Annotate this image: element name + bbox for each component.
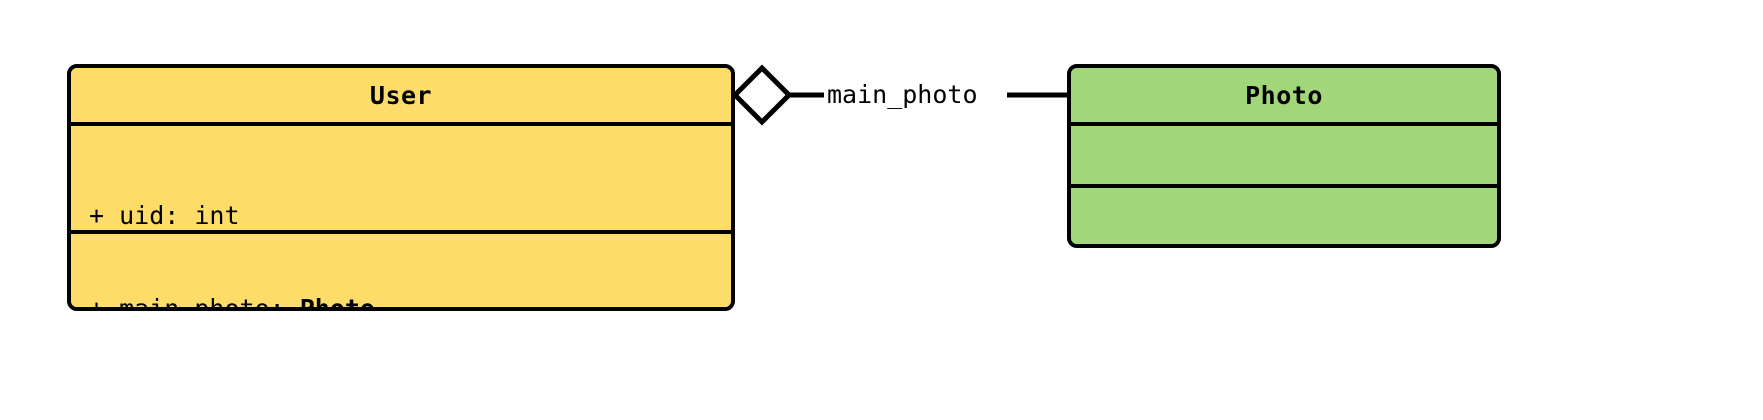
class-box-user[interactable]: User + uid: int + main_photo: Photo + __… — [67, 64, 735, 311]
attribute-main-photo-type: Photo — [299, 294, 375, 311]
class-box-photo[interactable]: Photo — [1067, 64, 1501, 248]
methods-compartment-photo — [1071, 184, 1497, 244]
aggregation-diamond-icon — [731, 64, 793, 126]
methods-compartment-user: + __init__(uid, main_photo): None — [71, 230, 731, 307]
class-name-photo: Photo — [1071, 68, 1497, 122]
attribute-main-photo: + main_photo: Photo — [89, 293, 713, 311]
attributes-compartment-photo — [1071, 122, 1497, 184]
method-init: + __init__(uid, main_photo): None — [89, 308, 713, 311]
attribute-main-photo-text: + main_photo: — [89, 294, 300, 311]
class-name-user: User — [71, 68, 731, 122]
attribute-uid: + uid: int — [89, 201, 240, 230]
association-label-main-photo: main_photo — [824, 81, 981, 109]
attributes-compartment-user: + uid: int + main_photo: Photo — [71, 122, 731, 307]
